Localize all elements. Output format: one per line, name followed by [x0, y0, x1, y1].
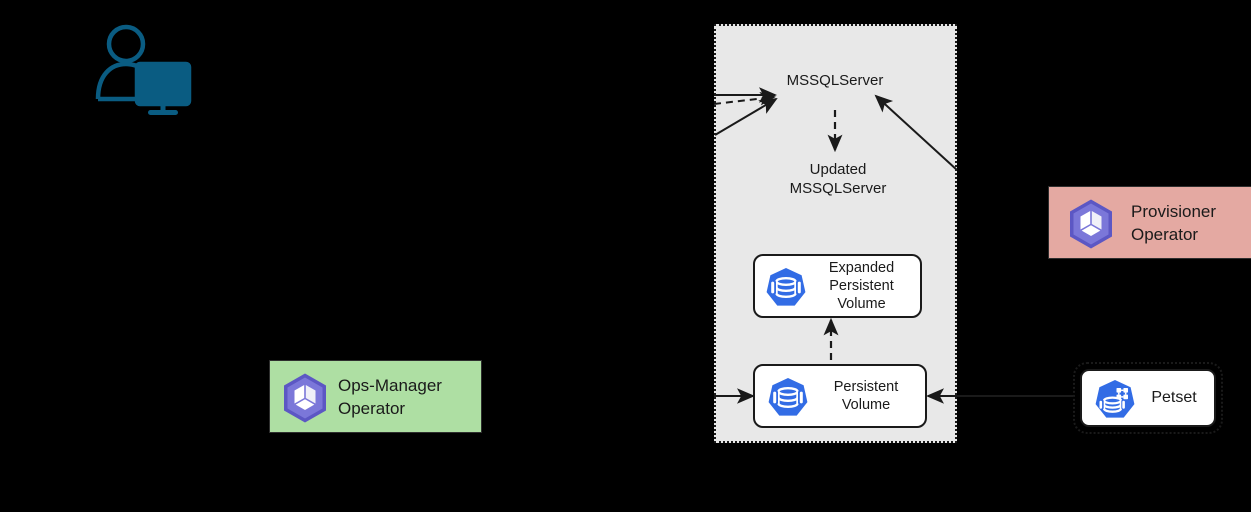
- operator-ops-manager-label: Ops-Manager Operator: [338, 375, 442, 418]
- kubernetes-operator-icon: [1065, 198, 1117, 250]
- kubernetes-operator-icon: [279, 372, 331, 424]
- node-expanded-persistent-volume[interactable]: Expanded Persistent Volume: [753, 254, 922, 318]
- user-at-computer-icon: [95, 24, 195, 120]
- node-petset-label: Petset: [1151, 389, 1197, 406]
- mssqlserver-label: MSSQLServer: [786, 72, 884, 89]
- node-persistent-volume[interactable]: Persistent Volume: [753, 364, 927, 428]
- updated-mssqlserver-label: Updated MSSQLServer: [789, 161, 887, 197]
- kubernetes-persistent-volume-icon: [765, 267, 807, 309]
- node-persistent-volume-label: Persistent Volume: [833, 379, 899, 413]
- kubernetes-persistent-volume-icon: [767, 377, 809, 419]
- node-expanded-persistent-volume-label: Expanded Persistent Volume: [828, 260, 895, 312]
- kubernetes-statefulset-icon: [1094, 379, 1136, 421]
- petset-group: [1073, 362, 1223, 434]
- operator-provisioner-label: Provisioner Operator: [1131, 201, 1217, 244]
- node-petset[interactable]: Petset: [1080, 369, 1216, 427]
- operator-ops-manager[interactable]: Ops-Manager Operator: [269, 360, 482, 433]
- operator-provisioner[interactable]: Provisioner Operator: [1048, 186, 1251, 259]
